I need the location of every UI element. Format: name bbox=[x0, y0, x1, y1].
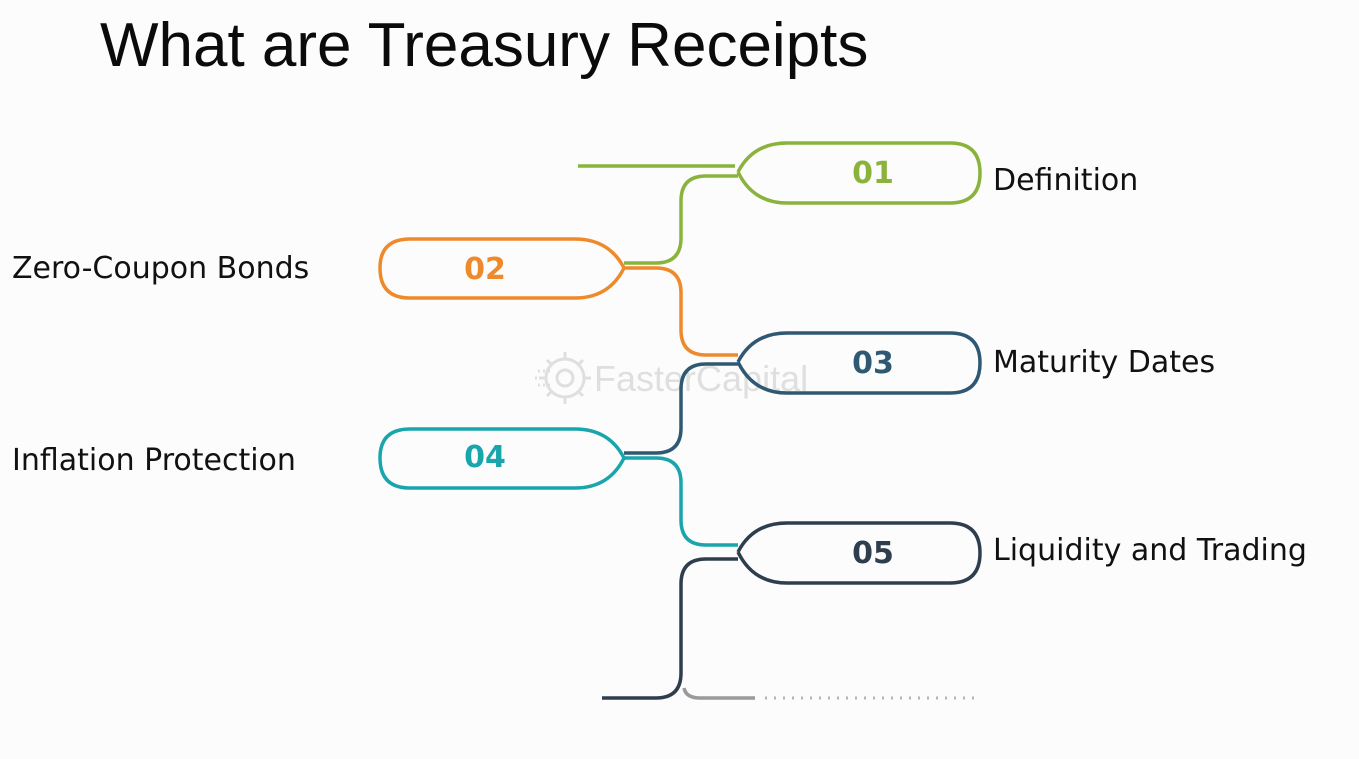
step-04-number: 04 bbox=[464, 440, 506, 475]
step-03-badge bbox=[736, 331, 982, 395]
step-02-badge bbox=[378, 237, 626, 300]
connector-05 bbox=[602, 557, 738, 700]
step-05-label: Liquidity and Trading bbox=[993, 533, 1307, 568]
step-03-number: 03 bbox=[852, 346, 894, 381]
step-01-label: Definition bbox=[993, 163, 1139, 198]
connector-02 bbox=[624, 266, 738, 357]
step-01-number: 01 bbox=[852, 156, 894, 191]
step-02-number: 02 bbox=[464, 252, 506, 287]
watermark: FasterCapital bbox=[535, 352, 808, 404]
page-title: What are Treasury Receipts bbox=[100, 11, 869, 80]
connector-04 bbox=[624, 456, 738, 547]
step-02-label: Zero-Coupon Bonds bbox=[12, 251, 310, 286]
step-01-badge bbox=[736, 141, 982, 205]
step-04-badge bbox=[378, 427, 626, 490]
step-05-number: 05 bbox=[852, 536, 894, 571]
tail-line bbox=[682, 687, 755, 700]
connector-03 bbox=[624, 362, 738, 455]
step-04-label: Inflation Protection bbox=[12, 443, 296, 478]
watermark-gear-icon bbox=[535, 352, 591, 404]
step-05-badge bbox=[736, 521, 982, 585]
step-03-label: Maturity Dates bbox=[993, 345, 1216, 380]
connector-01 bbox=[578, 164, 738, 265]
